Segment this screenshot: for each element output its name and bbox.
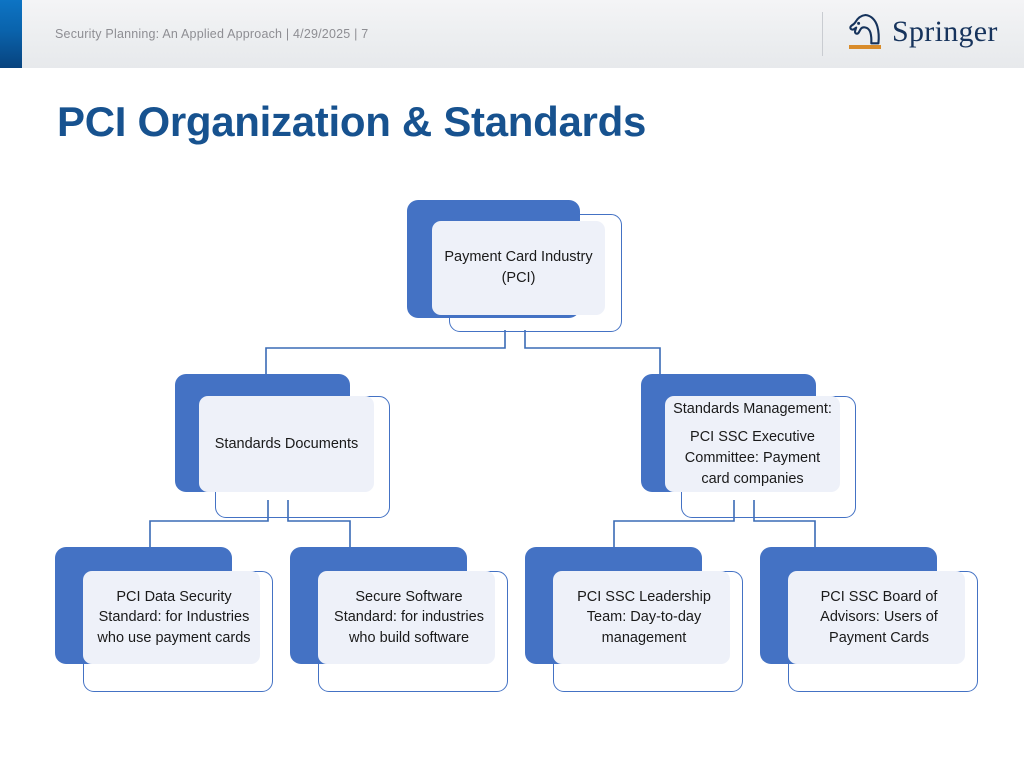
node-face: [83, 571, 260, 664]
node-label: PCI SSC Board of Advisors: Users of Paym…: [784, 571, 974, 664]
node-label: PCI SSC Leadership Team: Day-to-day mana…: [549, 571, 739, 664]
node-label-line1: PCI SSC Board of Advisors: Users of Paym…: [820, 588, 938, 646]
logo-underline: [849, 45, 881, 49]
node-secure-software-standard[interactable]: Secure Software Standard: for industries…: [290, 547, 508, 692]
label-spacer: [673, 419, 832, 427]
slide-header: Security Planning: An Applied Approach |…: [0, 0, 1024, 68]
node-label: Payment Card Industry (PCI): [432, 221, 605, 315]
header-divider: [822, 12, 823, 56]
node-label-line1: Payment Card Industry: [444, 249, 593, 266]
node-standards-documents[interactable]: Standards Documents: [175, 374, 390, 518]
knight-chess-piece-icon: [845, 11, 885, 53]
node-face: [318, 571, 495, 664]
node-pci-ssc-leadership-team[interactable]: PCI SSC Leadership Team: Day-to-day mana…: [525, 547, 743, 692]
node-label-line1: Secure Software Standard: for industries…: [334, 588, 484, 646]
header-accent-strip: [0, 0, 22, 68]
node-label-line1: PCI Data Security Standard: for Industri…: [97, 588, 251, 646]
node-pci-dss[interactable]: PCI Data Security Standard: for Industri…: [55, 547, 273, 692]
node-label-line1: Standards Documents: [214, 435, 359, 452]
springer-wordmark: Springer: [892, 15, 998, 48]
node-label-line2: PCI SSC Executive Committee: Payment car…: [684, 429, 821, 487]
page-title: PCI Organization & Standards: [57, 98, 647, 145]
breadcrumb: Security Planning: An Applied Approach |…: [55, 27, 369, 41]
node-label: Standards Management: PCI SSC Executive …: [665, 396, 840, 492]
node-label-line2: (PCI): [501, 270, 536, 286]
node-label-line1: Standards Management:: [673, 400, 832, 417]
node-pci[interactable]: Payment Card Industry (PCI): [407, 200, 622, 332]
node-pci-ssc-board-of-advisors[interactable]: PCI SSC Board of Advisors: Users of Paym…: [760, 547, 978, 692]
node-face: [199, 396, 374, 492]
springer-logo: Springer: [845, 11, 998, 53]
node-face: [788, 571, 965, 664]
node-label: Standards Documents: [199, 396, 374, 492]
node-label: Secure Software Standard: for industries…: [314, 571, 504, 664]
node-face: [665, 396, 840, 492]
node-label: PCI Data Security Standard: for Industri…: [79, 571, 269, 664]
node-label-line1: PCI SSC Leadership Team: Day-to-day mana…: [577, 588, 711, 646]
node-face: [553, 571, 730, 664]
node-face: [432, 221, 605, 315]
node-standards-management[interactable]: Standards Management: PCI SSC Executive …: [641, 374, 856, 518]
